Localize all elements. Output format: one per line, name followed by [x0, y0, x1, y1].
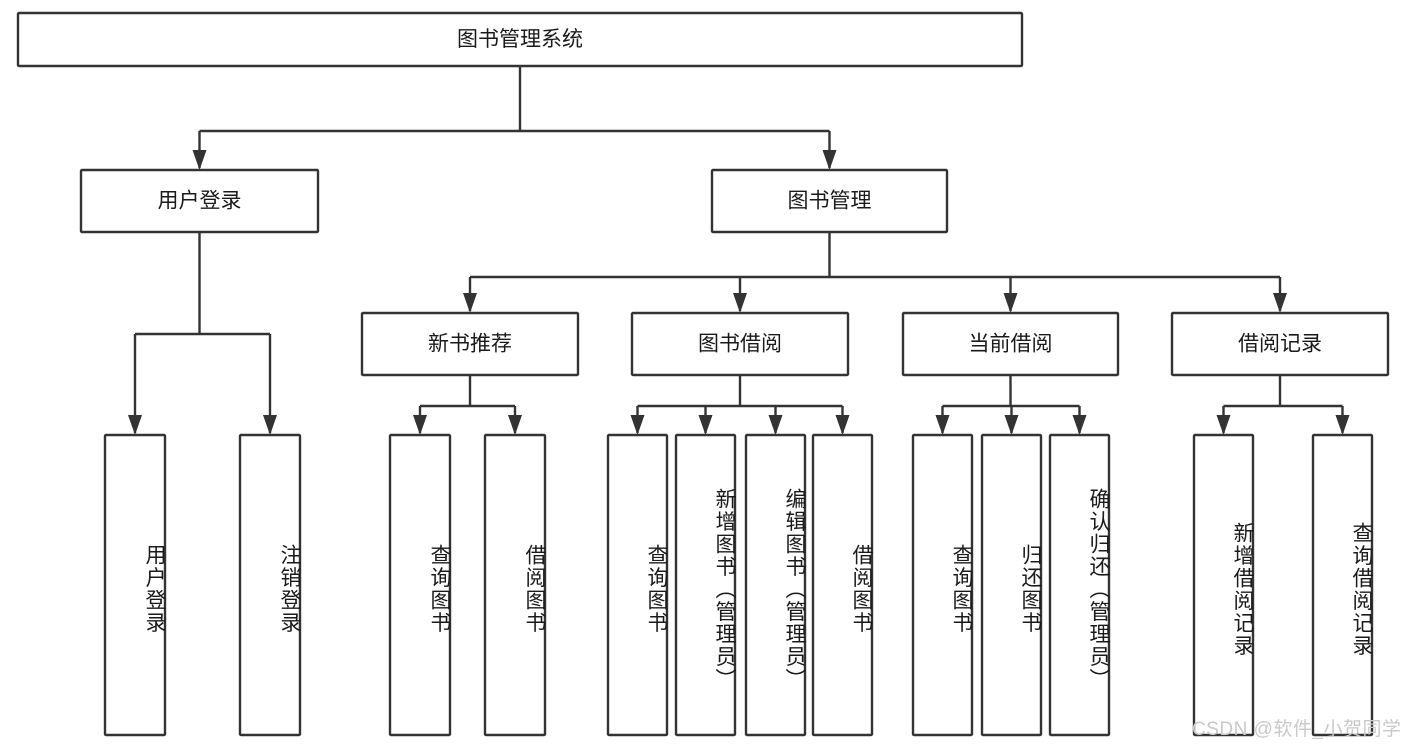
node-图书管理-label: 图书管理	[788, 190, 872, 213]
l3-1-0-arrow-1	[508, 415, 522, 435]
l2-0-arrow-0	[128, 415, 142, 435]
l2-1-arrow-2	[1003, 293, 1018, 313]
node-图书借阅-label: 图书借阅	[698, 333, 782, 356]
l3-1-2-arrow-2	[1072, 415, 1087, 435]
node-用户登录-box[interactable]	[103, 433, 167, 737]
l3-1-2-arrow-1	[1004, 415, 1019, 435]
node-归还图书-box[interactable]	[980, 433, 1043, 737]
l3-1-3-arrow-0	[1216, 415, 1231, 435]
node-新增借阅记录-box[interactable]	[1192, 433, 1255, 737]
node-查询图书-box[interactable]	[911, 433, 974, 737]
node-图书管理系统-label: 图书管理系统	[457, 28, 583, 51]
node-编辑图书管理员-box[interactable]	[744, 433, 807, 737]
node-注销登录-box[interactable]	[238, 433, 302, 737]
l2-0-arrow-1	[263, 415, 277, 435]
l3-1-2-arrow-0	[935, 415, 950, 435]
node-借阅图书-box[interactable]	[811, 433, 874, 737]
node-查询图书-box[interactable]	[388, 433, 452, 737]
l3-1-3-arrow-1	[1335, 415, 1350, 435]
node-当前借阅-label: 当前借阅	[969, 333, 1053, 356]
l3-1-1-arrow-0	[630, 415, 645, 435]
root-arrow-1	[822, 150, 837, 170]
node-确认归还管理员-box[interactable]	[1048, 433, 1111, 737]
l3-1-0-arrow-0	[413, 415, 427, 435]
node-新书推荐-label: 新书推荐	[428, 333, 512, 356]
node-借阅图书-box[interactable]	[483, 433, 547, 737]
root-arrow-0	[192, 150, 207, 170]
csdn-watermark: CSDN @软件_小贺同学	[1192, 719, 1402, 740]
node-查询图书-box[interactable]	[606, 433, 669, 737]
l3-1-1-arrow-1	[698, 415, 713, 435]
l2-1-arrow-1	[733, 293, 747, 313]
l2-1-arrow-0	[463, 293, 477, 313]
node-查询借阅记录-box[interactable]	[1311, 433, 1374, 737]
node-用户登录-label: 用户登录	[158, 190, 242, 213]
node-新增图书管理员-box[interactable]	[674, 433, 737, 737]
l2-1-arrow-3	[1273, 293, 1287, 313]
l3-1-1-arrow-3	[835, 415, 850, 435]
l3-1-1-arrow-2	[768, 415, 783, 435]
node-借阅记录-label: 借阅记录	[1238, 333, 1322, 356]
